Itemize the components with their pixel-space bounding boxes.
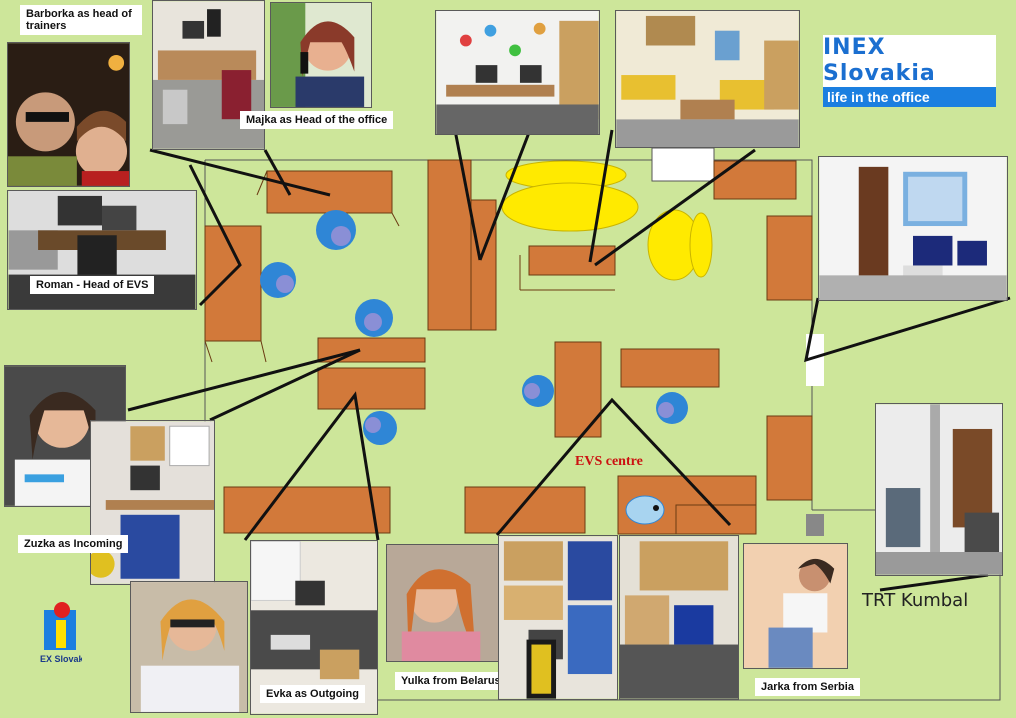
label-zuzka: Zuzka as Incoming [18,535,129,553]
brand-title: INEX Slovakia [823,35,996,87]
door-right [806,334,824,386]
door-top [651,147,715,182]
desk-8 [317,337,426,363]
desk-11 [620,348,720,388]
label-evka: Evka as Outgoing [260,685,365,703]
chairs [260,210,688,525]
photo-kitchen [435,10,600,135]
label-barborka: Barborka as head of trainers [20,5,142,35]
desk-1 [266,170,393,214]
photo-office-top-left [152,0,265,150]
brand-subtitle: life in the office [823,87,996,107]
chair-7 [625,495,665,525]
desk-9 [317,367,426,410]
photo-outgoing-desk [250,540,378,715]
desk-12 [766,415,813,501]
photo-evka [130,581,248,713]
yellow-tables [501,160,713,281]
evs-centre-title: EVS centre [575,454,643,469]
desk-13 [223,486,391,534]
desks [204,159,813,535]
photo-barborka [7,42,130,187]
connector-lines [127,129,1011,592]
photo-yulka [386,544,499,662]
photo-jarka [743,543,848,669]
trt-kumbal-title: TRT Kumbal [862,590,969,611]
desk-4 [470,199,497,331]
photo-trt-kumbal [875,403,1003,576]
inex-corner-logo: INEX Slovakia [40,602,82,664]
photo-corridor [818,156,1008,301]
corner-logo-text: INEX Slovakia [40,654,82,664]
photo-majka [270,2,372,108]
desk-14 [464,486,586,534]
desk-7 [766,215,813,301]
brand-logo: INEX Slovakia life in the office [823,35,996,107]
desk-2 [204,225,262,342]
photo-incoming-desk [90,420,215,585]
photo-shelves-2 [619,535,739,700]
photo-lounge [615,10,800,148]
label-majka: Majka as Head of the office [240,111,394,129]
photo-shelves-1 [498,535,618,700]
door-lower [806,514,824,536]
desk-6 [713,160,797,200]
label-jarka: Jarka from Serbia [755,678,860,696]
label-roman: Roman - Head of EVS [30,276,155,294]
label-yulka: Yulka from Belarus [395,672,507,690]
